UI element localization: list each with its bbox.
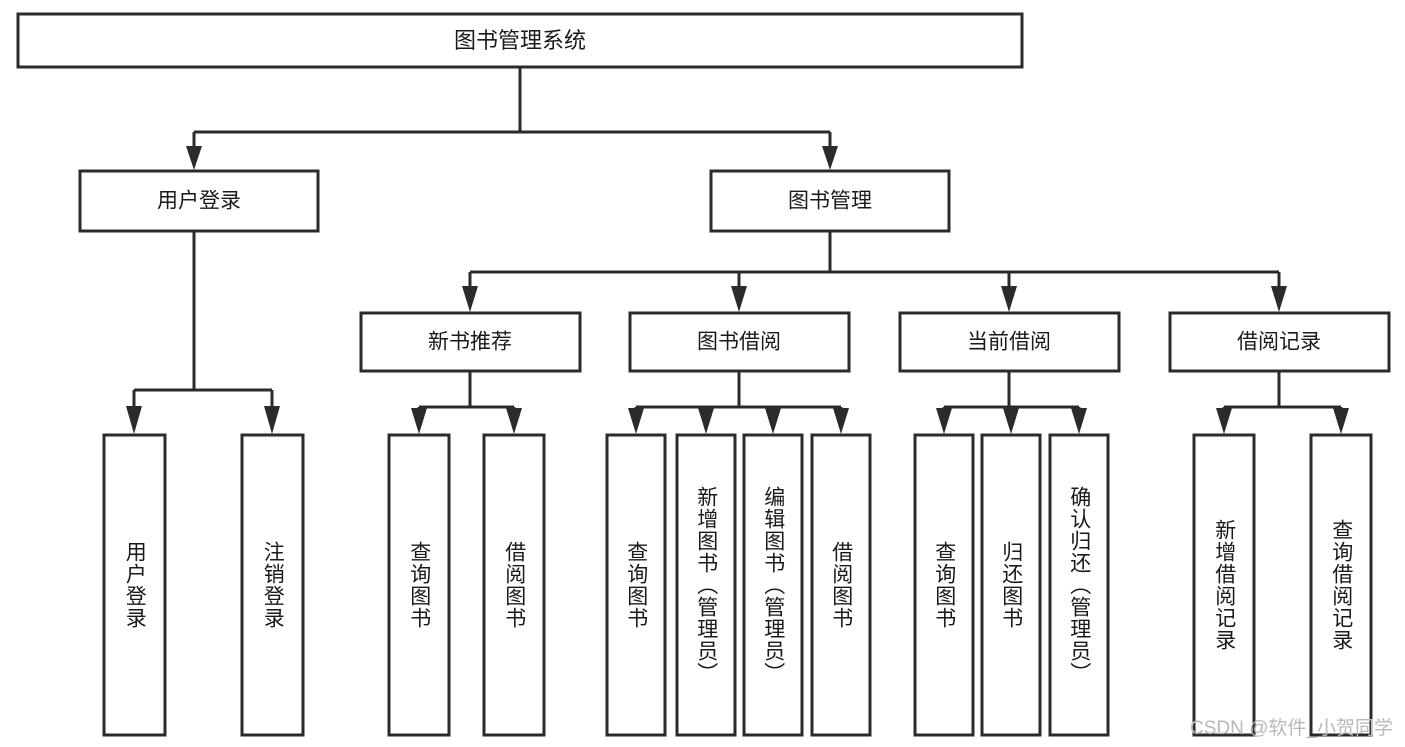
node-book-manage-label: 图书管理 [788, 190, 872, 213]
arrowhead-bb-leaf-1 [628, 408, 644, 434]
arrowhead-bb-leaf-3 [765, 408, 781, 434]
leaf-box-bb-3[interactable] [742, 433, 804, 737]
node-book-borrow-label: 图书借阅 [697, 331, 781, 354]
node-new-book-recommend-label: 新书推荐 [428, 331, 512, 354]
arrowhead-leaf-user-login [126, 406, 142, 434]
arrowhead-cb-leaf-1 [936, 408, 952, 434]
arrowhead-br-leaf-2 [1333, 408, 1349, 434]
node-book-borrow[interactable]: 图书借阅 [628, 311, 851, 373]
node-user-login-label: 用户登录 [157, 190, 241, 213]
leaf-box-bb-4[interactable] [810, 433, 872, 737]
node-new-book-recommend-box[interactable] [359, 311, 582, 373]
arrowhead-borrow-record [1271, 286, 1287, 312]
arrowhead-nbr-leaf-2 [506, 408, 522, 434]
node-borrow-record-label: 借阅记录 [1237, 331, 1321, 354]
arrowhead-new-book-recommend [462, 286, 478, 312]
node-current-borrow-label: 当前借阅 [967, 331, 1051, 354]
node-user-login-box[interactable] [78, 169, 320, 233]
arrowhead-bb-leaf-2 [698, 408, 714, 434]
leaf-box-user-login-2[interactable] [240, 433, 305, 737]
leaf-box-br-1[interactable] [1192, 433, 1256, 737]
connectors [126, 67, 1349, 434]
node-root[interactable]: 图书管理系统 [16, 12, 1024, 69]
leaf-box-bb-1[interactable] [605, 433, 667, 737]
arrowhead-book-borrow [731, 286, 747, 312]
node-borrow-record[interactable]: 借阅记录 [1168, 311, 1391, 373]
node-book-borrow-box[interactable] [628, 311, 851, 373]
node-book-manage-box[interactable] [709, 169, 951, 233]
arrowhead-current-borrow [1001, 286, 1017, 312]
watermark-text: CSDN @软件_小贺同学 [1190, 718, 1393, 739]
node-book-manage[interactable]: 图书管理 [709, 169, 951, 233]
node-new-book-recommend[interactable]: 新书推荐 [359, 311, 582, 373]
node-root-box[interactable] [16, 12, 1024, 69]
leaf-box-bb-2[interactable] [675, 433, 737, 737]
node-current-borrow-box[interactable] [898, 311, 1121, 373]
leaf-box-cb-3[interactable] [1048, 433, 1110, 737]
node-user-login[interactable]: 用户登录 [78, 169, 320, 233]
leaf-box-nbr-2[interactable] [482, 433, 546, 737]
arrowhead-user-login [186, 146, 202, 170]
leaf-box-cb-1[interactable] [913, 433, 975, 737]
arrowhead-cb-leaf-2 [1003, 408, 1019, 434]
leaf-box-nbr-1[interactable] [387, 433, 451, 737]
arrowhead-bb-leaf-4 [833, 408, 849, 434]
node-current-borrow[interactable]: 当前借阅 [898, 311, 1121, 373]
node-root-label: 图书管理系统 [454, 28, 586, 53]
node-borrow-record-box[interactable] [1168, 311, 1391, 373]
leaf-boxes [102, 433, 1373, 737]
arrowhead-cb-leaf-3 [1071, 408, 1087, 434]
leaf-box-cb-2[interactable] [980, 433, 1042, 737]
leaf-box-br-2[interactable] [1309, 433, 1373, 737]
leaf-box-user-login-1[interactable] [102, 433, 167, 737]
arrowhead-br-leaf-1 [1216, 408, 1232, 434]
arrowhead-leaf-logout [264, 406, 280, 434]
arrowhead-book-manage [822, 146, 838, 170]
arrowhead-nbr-leaf-1 [411, 408, 427, 434]
